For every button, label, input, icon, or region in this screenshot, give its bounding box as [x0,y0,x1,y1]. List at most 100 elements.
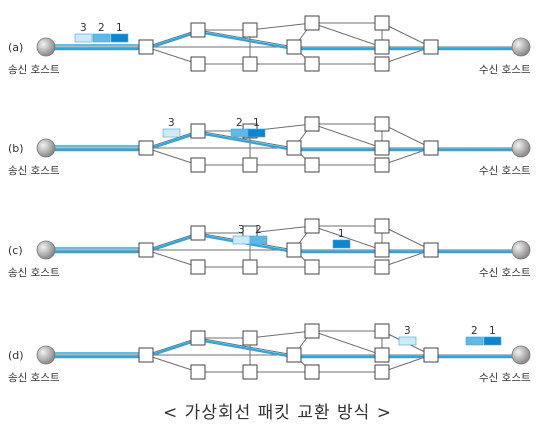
router-node [190,225,206,241]
sender-host-icon [36,138,56,158]
packet-3 [232,235,251,245]
router-node [190,56,206,72]
network-link [381,22,432,48]
router-node [190,22,206,38]
panel-label: (c) [8,244,23,257]
router-node [304,157,320,173]
sender-host-icon [36,37,56,57]
router-node [138,39,154,55]
network-link [249,22,313,31]
receiver-host-label: 수신 호스트 [479,165,531,177]
router-node [190,123,206,139]
router-node [374,259,390,275]
router-node [190,259,206,275]
router-node [423,347,439,363]
panel-label: (d) [8,349,24,362]
packet-2 [230,128,249,138]
receiver-host-label: 수신 호스트 [479,64,531,76]
network-link [145,29,199,48]
router-node [304,15,320,31]
network-link [311,123,383,149]
network-link [145,354,199,373]
router-node [286,347,302,363]
router-node [242,330,258,346]
router-node [304,56,320,72]
router-node [242,364,258,380]
packet-number-label: 3 [238,224,245,236]
packet-number-label: 3 [168,117,175,129]
router-node [374,242,390,258]
network-link [145,46,199,65]
router-node [304,116,320,132]
router-node [374,347,390,363]
router-node [138,242,154,258]
packet-2 [92,33,111,43]
sender-host-label: 송신 호스트 [8,165,60,177]
router-node [374,157,390,173]
network-link [145,337,199,356]
packet-3 [398,336,417,346]
packet-2 [249,235,268,245]
receiver-host-label: 수신 호스트 [479,267,531,279]
diagram-caption: < 가상회선 패킷 교환 방식 > [163,403,392,423]
router-node [138,347,154,363]
panel-label: (b) [8,142,24,155]
packet-3 [74,33,93,43]
packet-1 [483,336,502,346]
receiver-host-label: 수신 호스트 [479,372,531,384]
network-link [197,337,295,356]
packet-number-label: 1 [253,117,260,129]
packet-number-label: 2 [255,224,262,236]
router-node [374,140,390,156]
router-node [242,22,258,38]
router-node [242,56,258,72]
router-node [304,364,320,380]
router-node [374,364,390,380]
sender-host-label: 송신 호스트 [8,267,60,279]
packet-2 [465,336,484,346]
router-node [242,157,258,173]
network-link [145,249,199,268]
network-link [249,225,313,234]
packet-1 [332,239,351,249]
sender-host-label: 송신 호스트 [8,372,60,384]
network-link [145,147,199,166]
network-link [145,232,199,251]
packet-1 [110,33,129,43]
receiver-host-icon [511,37,531,57]
router-node [286,39,302,55]
receiver-host-icon [511,345,531,365]
packet-number-label: 2 [471,325,478,337]
packet-number-label: 1 [338,228,345,240]
virtual-circuit-route [50,338,520,359]
sender-host-icon [36,345,56,365]
packet-number-label: 3 [80,22,87,34]
router-node [190,330,206,346]
router-node [423,39,439,55]
panel-label: (a) [8,41,23,54]
router-node [242,259,258,275]
network-link [311,225,383,251]
router-node [286,140,302,156]
network-link [311,330,383,356]
router-node [304,218,320,234]
packet-number-label: 3 [404,325,411,337]
router-node [374,56,390,72]
router-node [190,364,206,380]
receiver-host-icon [511,240,531,260]
router-node [304,323,320,339]
network-link [311,22,383,48]
router-node [374,218,390,234]
network-link [381,225,432,251]
network-link [197,130,295,149]
network-link [381,123,432,149]
receiver-host-icon [511,138,531,158]
router-node [138,140,154,156]
packet-number-label: 2 [236,117,243,129]
packet-number-label: 1 [116,22,123,34]
packet-3 [162,128,181,138]
